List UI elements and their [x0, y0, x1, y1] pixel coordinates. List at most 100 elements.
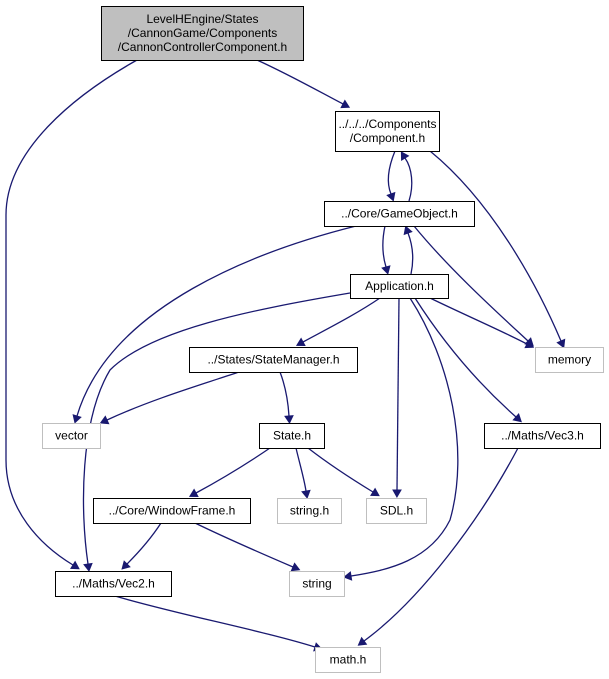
node-memory: memory — [535, 347, 604, 373]
node-state[interactable]: State.h — [259, 423, 325, 449]
edge-arrowhead — [381, 265, 391, 275]
node-math: math.h — [315, 647, 381, 673]
edge-gameobject-to-component — [400, 151, 413, 202]
edge-arrowhead — [392, 489, 402, 499]
node-box — [259, 423, 325, 449]
node-component[interactable]: ../../../Components/Component.h — [335, 111, 440, 152]
node-stringh: string.h — [277, 498, 342, 524]
node-label: /Component.h — [350, 131, 425, 145]
node-vec3[interactable]: ../Maths/Vec3.h — [484, 423, 601, 449]
node-label: string — [302, 577, 331, 591]
node-sdl: SDL.h — [366, 498, 427, 524]
node-application[interactable]: Application.h — [350, 274, 449, 299]
edge-line — [382, 225, 387, 268]
node-label: vector — [55, 429, 88, 443]
edge-arrowhead — [290, 562, 301, 572]
edge-arrowhead — [70, 560, 80, 570]
edge-arrowhead — [370, 487, 380, 497]
edge-arrowhead — [72, 414, 82, 424]
node-vec2[interactable]: ../Maths/Vec2.h — [55, 571, 172, 597]
node-windowframe[interactable]: ../Core/WindowFrame.h — [93, 498, 251, 524]
edge-line — [413, 225, 529, 342]
edge-line — [76, 225, 357, 417]
node-box — [335, 111, 440, 152]
node-label: LevelHEngine/States — [146, 12, 258, 26]
edge-line — [82, 292, 351, 565]
edge-application-to-statemanager — [295, 297, 381, 347]
node-box — [189, 347, 358, 373]
edge-line — [302, 297, 381, 343]
edge-gameobject-to-application — [381, 225, 391, 275]
edge-state-to-sdl — [307, 447, 380, 497]
node-box — [350, 274, 449, 299]
edge-line — [126, 522, 162, 565]
edge-cannon-to-vec2 — [5, 59, 138, 570]
edge-line — [195, 447, 271, 494]
edge-statemanager-to-state — [279, 371, 294, 424]
edge-line — [307, 447, 374, 493]
edge-line — [5, 59, 138, 566]
edge-arrowhead — [121, 560, 131, 570]
edge-arrowhead — [512, 413, 522, 423]
node-string: string — [289, 571, 345, 597]
edge-arrowhead — [301, 489, 311, 499]
node-label: ../Core/GameObject.h — [341, 207, 458, 221]
edge-line — [407, 232, 414, 275]
edge-line — [404, 157, 413, 202]
node-gameobject[interactable]: ../Core/GameObject.h — [324, 201, 475, 227]
edge-arrowhead — [284, 415, 294, 424]
edge-windowframe-to-vec2 — [121, 522, 162, 570]
node-box — [535, 347, 604, 373]
edge-line — [194, 522, 294, 568]
node-box — [42, 423, 101, 449]
edge-arrowhead — [340, 99, 351, 109]
node-label: /CannonGame/Components — [128, 26, 277, 40]
edges-layer — [5, 59, 566, 652]
edge-line — [350, 297, 459, 577]
edge-vec2-to-math — [114, 595, 323, 652]
edge-arrowhead — [83, 562, 93, 572]
edge-line — [429, 150, 562, 342]
edge-gameobject-to-vector — [72, 225, 357, 424]
node-label: math.h — [330, 653, 367, 667]
node-label: Application.h — [365, 279, 434, 293]
edge-application-to-vec3 — [414, 297, 522, 423]
edge-arrowhead — [386, 191, 396, 202]
node-label: ../Core/WindowFrame.h — [109, 504, 236, 518]
edge-vec3-to-math — [357, 447, 519, 646]
node-box — [289, 571, 345, 597]
edge-line — [106, 371, 240, 421]
node-label: /CannonControllerComponent.h — [118, 40, 287, 54]
edge-state-to-windowframe — [188, 447, 271, 498]
node-box — [315, 647, 381, 673]
edge-line — [429, 297, 528, 345]
edge-line — [279, 371, 290, 417]
edge-arrowhead — [357, 636, 368, 646]
node-label: ../States/StateManager.h — [207, 353, 339, 367]
node-vector: vector — [42, 423, 101, 449]
edge-arrowhead — [99, 415, 110, 425]
edge-component-to-gameobject — [386, 150, 396, 202]
node-box — [366, 498, 427, 524]
edge-line — [295, 447, 307, 492]
node-cannon[interactable]: LevelHEngine/States/CannonGame/Component… — [101, 6, 304, 61]
edge-line — [387, 150, 396, 195]
node-box — [93, 498, 251, 524]
edge-arrowhead — [400, 151, 410, 161]
edge-line — [414, 297, 517, 418]
nodes-layer: LevelHEngine/States/CannonGame/Component… — [42, 6, 604, 673]
node-label: ../Maths/Vec2.h — [72, 577, 155, 591]
edge-arrowhead — [556, 338, 566, 349]
node-label: ../../../Components — [338, 117, 436, 131]
edge-state-to-stringh — [295, 447, 311, 499]
edge-line — [256, 59, 344, 105]
node-statemanager[interactable]: ../States/StateManager.h — [189, 347, 358, 373]
edge-application-to-memory — [429, 297, 535, 349]
edge-line — [396, 297, 400, 491]
edge-windowframe-to-string — [194, 522, 301, 572]
node-box — [55, 571, 172, 597]
node-box — [277, 498, 342, 524]
node-label: string.h — [290, 504, 329, 518]
edge-application-to-string — [343, 297, 459, 581]
